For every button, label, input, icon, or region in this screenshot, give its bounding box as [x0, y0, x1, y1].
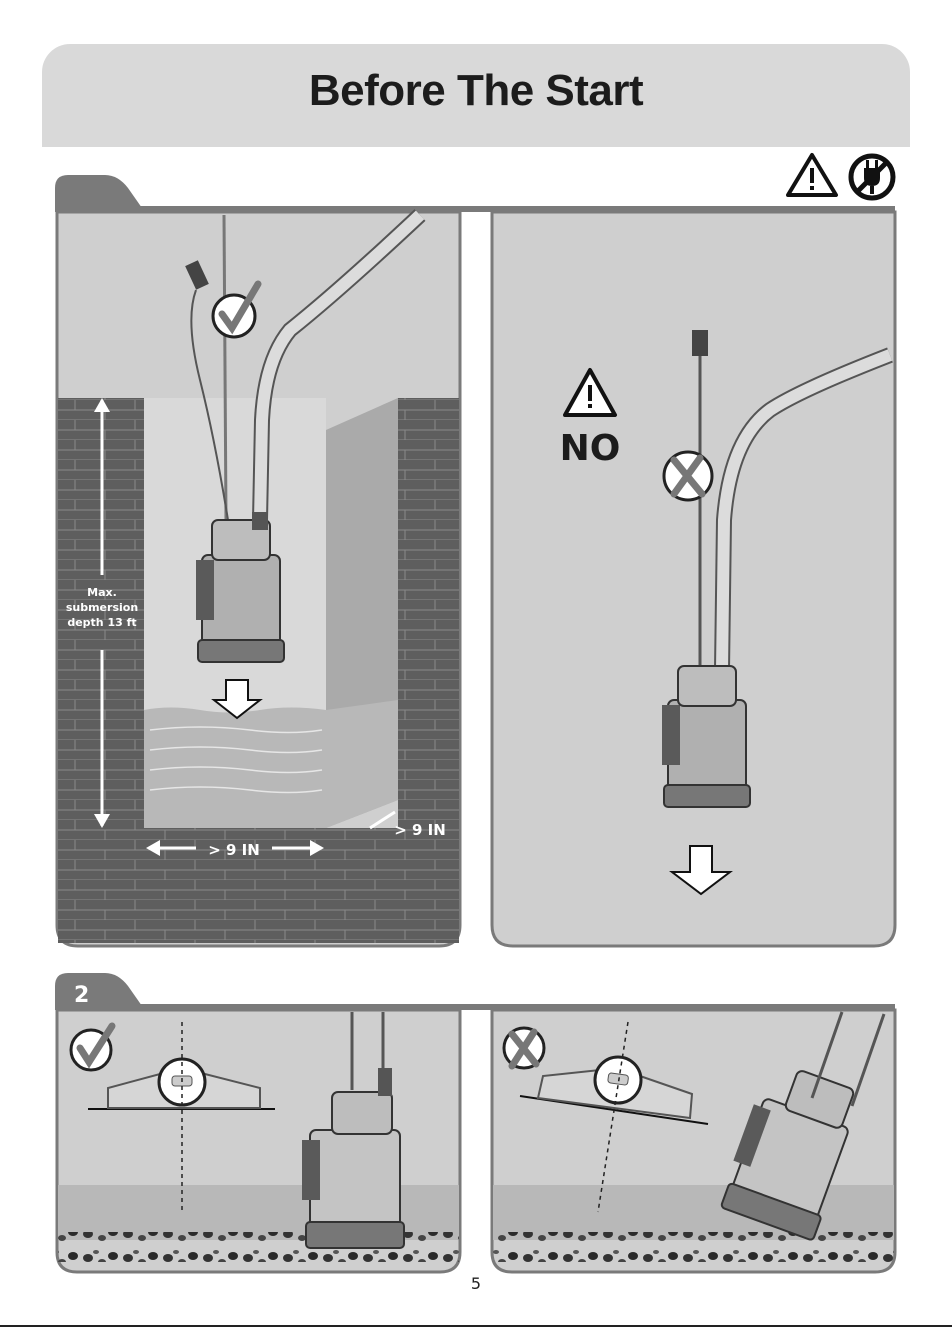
no-warning-label: NO: [560, 428, 621, 469]
depth-label-line3: depth 13 ft: [67, 616, 136, 629]
section1-right-panel: NO: [492, 212, 895, 946]
section2-tab: 2: [55, 973, 895, 1010]
section1-left-panel: Max. submersion depth 13 ft > 9 IN > 9 I…: [57, 212, 460, 946]
section2-step-number: 2: [74, 983, 89, 1008]
page-number: 5: [0, 1274, 952, 1293]
depth-label-line1: Max.: [87, 586, 117, 599]
section2-right-panel: [492, 1010, 895, 1272]
warning-triangle-icon: [788, 155, 836, 195]
x-mark-icon-section2: [504, 1028, 544, 1068]
side-clearance-label: > 9 IN: [394, 821, 446, 839]
x-mark-icon: [664, 452, 712, 500]
bottom-rule: [0, 1325, 952, 1327]
depth-label-line2: submersion: [66, 601, 138, 614]
width-label: > 9 IN: [208, 841, 260, 859]
section2-left-panel: [57, 1010, 460, 1272]
unplug-icon: [851, 156, 893, 198]
section1-tab: [55, 175, 895, 212]
